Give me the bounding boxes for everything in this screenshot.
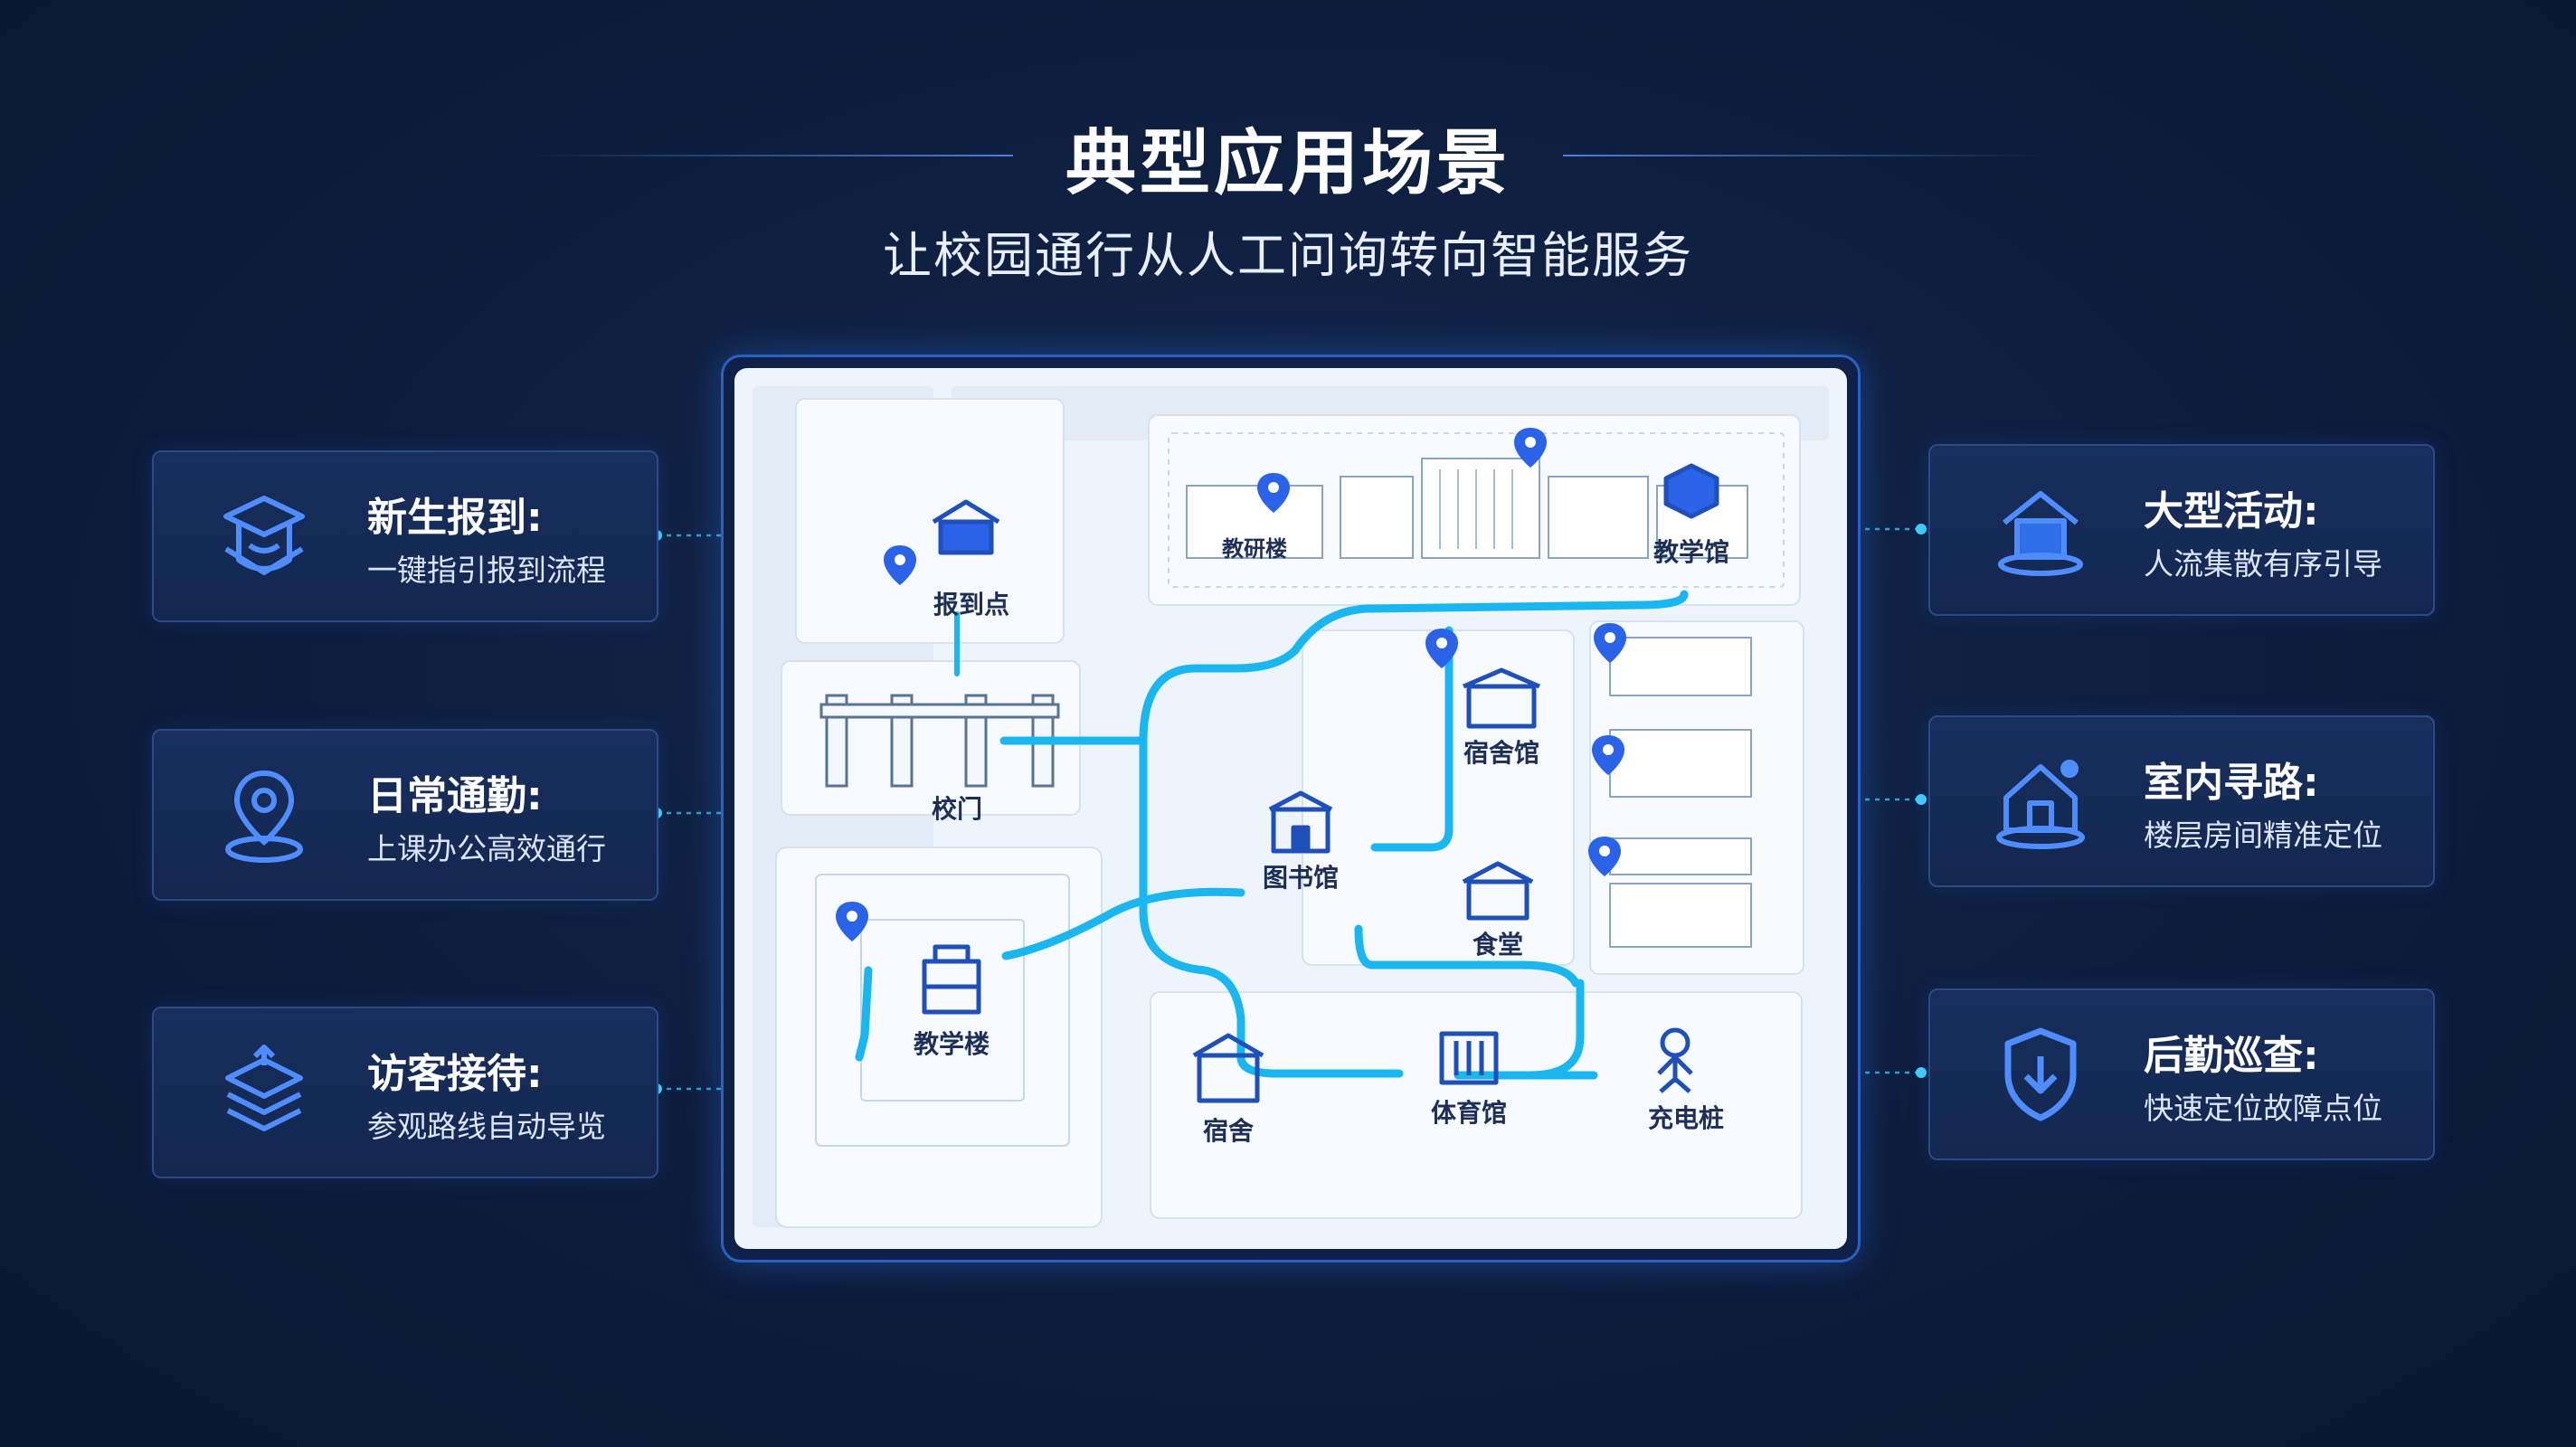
- teaching-hall-icon: [1663, 463, 1719, 519]
- location-pin-icon: [225, 770, 303, 863]
- venue-house-icon: [1998, 491, 2083, 576]
- map-pin-icon: [836, 902, 868, 941]
- library-icon: [1268, 790, 1333, 854]
- map-label-report-point: 报到点: [933, 590, 1010, 619]
- map-pin-icon: [1257, 473, 1290, 513]
- scenario-card-new-student[interactable]: 新生报到: 一键指引报到流程: [152, 450, 658, 622]
- map-label-teaching-building: 教学楼: [913, 1029, 990, 1059]
- scenario-card-commute[interactable]: 日常通勤: 上课办公高效通行: [152, 729, 658, 901]
- map-pin-icon: [1592, 735, 1624, 775]
- shield-check-icon: [2004, 1027, 2077, 1121]
- teaching-building-icon: [922, 944, 981, 1015]
- scenario-title: 新生报到:: [367, 495, 543, 541]
- scenario-title: 日常通勤:: [367, 773, 543, 819]
- scenario-desc: 快速定位故障点位: [2144, 1091, 2382, 1126]
- scenario-desc: 参观路线自动导览: [367, 1109, 606, 1144]
- gymnasium-icon: [1439, 1031, 1499, 1085]
- scenario-desc: 一键指引报到流程: [367, 553, 606, 588]
- connector-dot: [1916, 1067, 1927, 1078]
- layered-stack-icon: [225, 1045, 303, 1131]
- navigation-route: [855, 590, 1689, 1080]
- scenario-desc: 上课办公高效通行: [367, 831, 606, 866]
- indoor-location-house-icon: [1996, 760, 2085, 849]
- map-building: [1340, 476, 1414, 559]
- map-building-east-3: [1609, 837, 1752, 875]
- title-decor-line-right: [1563, 155, 2051, 156]
- map-block-report: [795, 398, 1065, 644]
- scenario-desc: 楼层房间精准定位: [2144, 818, 2382, 853]
- map-building-office: [1186, 485, 1323, 559]
- map-label-dormitory-hall: 宿舍馆: [1463, 738, 1540, 768]
- map-label-library: 图书馆: [1262, 863, 1340, 893]
- map-building-main: [1421, 458, 1540, 559]
- map-block-south: [1150, 991, 1803, 1219]
- campus-map-frame: 报到点 校门 教学楼 教研楼 教学馆 宿舍馆 图书馆 食堂 宿舍 体育馆 充电桩: [721, 355, 1861, 1263]
- scenario-title: 室内寻路:: [2144, 760, 2319, 806]
- map-label-dormitory: 宿舍: [1202, 1116, 1255, 1146]
- map-pin-icon: [1425, 629, 1458, 668]
- map-pins: [836, 428, 1626, 941]
- scenario-desc: 人流集散有序引导: [2144, 546, 2382, 582]
- dormitory-hall-icon: [1463, 667, 1540, 729]
- map-building-east-2: [1609, 729, 1752, 798]
- map-label-gymnasium: 体育馆: [1430, 1098, 1508, 1128]
- scenario-title: 后勤巡查:: [2144, 1033, 2319, 1079]
- page-subtitle: 让校园通行从人工问询转向智能服务: [883, 227, 1693, 284]
- map-pin-icon: [1594, 623, 1626, 663]
- title-decor-line-left: [525, 155, 1013, 156]
- map-label-office: 教研楼: [1222, 536, 1287, 562]
- canteen-icon: [1462, 861, 1534, 921]
- map-pin-icon: [1588, 837, 1621, 876]
- map-block-center: [1302, 629, 1575, 966]
- scenario-card-visitor[interactable]: 访客接待: 参观路线自动导览: [152, 1007, 658, 1178]
- charging-station-icon: [1657, 1027, 1693, 1093]
- map-pin-icon: [1514, 428, 1547, 468]
- page-title: 典型应用场景: [1065, 123, 1511, 204]
- connector-dot: [1916, 524, 1927, 534]
- scenario-card-event[interactable]: 大型活动: 人流集散有序引导: [1928, 444, 2435, 616]
- map-label-gate: 校门: [931, 794, 983, 824]
- map-building: [1548, 476, 1649, 559]
- graduation-cap-icon: [223, 496, 305, 575]
- map-building-east-4: [1609, 883, 1752, 948]
- gate-beam: [819, 703, 1060, 719]
- report-point-icon: [932, 499, 1000, 555]
- map-building-east-1: [1609, 637, 1752, 696]
- map-block-teaching: [775, 846, 1103, 1228]
- map-label-canteen: 食堂: [1472, 930, 1524, 960]
- scenario-title: 大型活动:: [2144, 488, 2319, 534]
- campus-map-graphics: [753, 386, 1829, 1228]
- map-label-charging-station: 充电桩: [1647, 1103, 1725, 1133]
- campus-map[interactable]: 报到点 校门 教学楼 教研楼 教学馆 宿舍馆 图书馆 食堂 宿舍 体育馆 充电桩: [734, 368, 1847, 1249]
- scenario-card-indoor[interactable]: 室内寻路: 楼层房间精准定位: [1928, 715, 2435, 887]
- map-label-teaching-hall: 教学馆: [1653, 537, 1730, 567]
- scenario-card-patrol[interactable]: 后勤巡查: 快速定位故障点位: [1928, 988, 2435, 1160]
- connector-dot: [1916, 794, 1927, 805]
- scenario-title: 访客接待:: [367, 1051, 543, 1097]
- dormitory-icon: [1192, 1033, 1264, 1103]
- map-pin-icon: [884, 545, 916, 585]
